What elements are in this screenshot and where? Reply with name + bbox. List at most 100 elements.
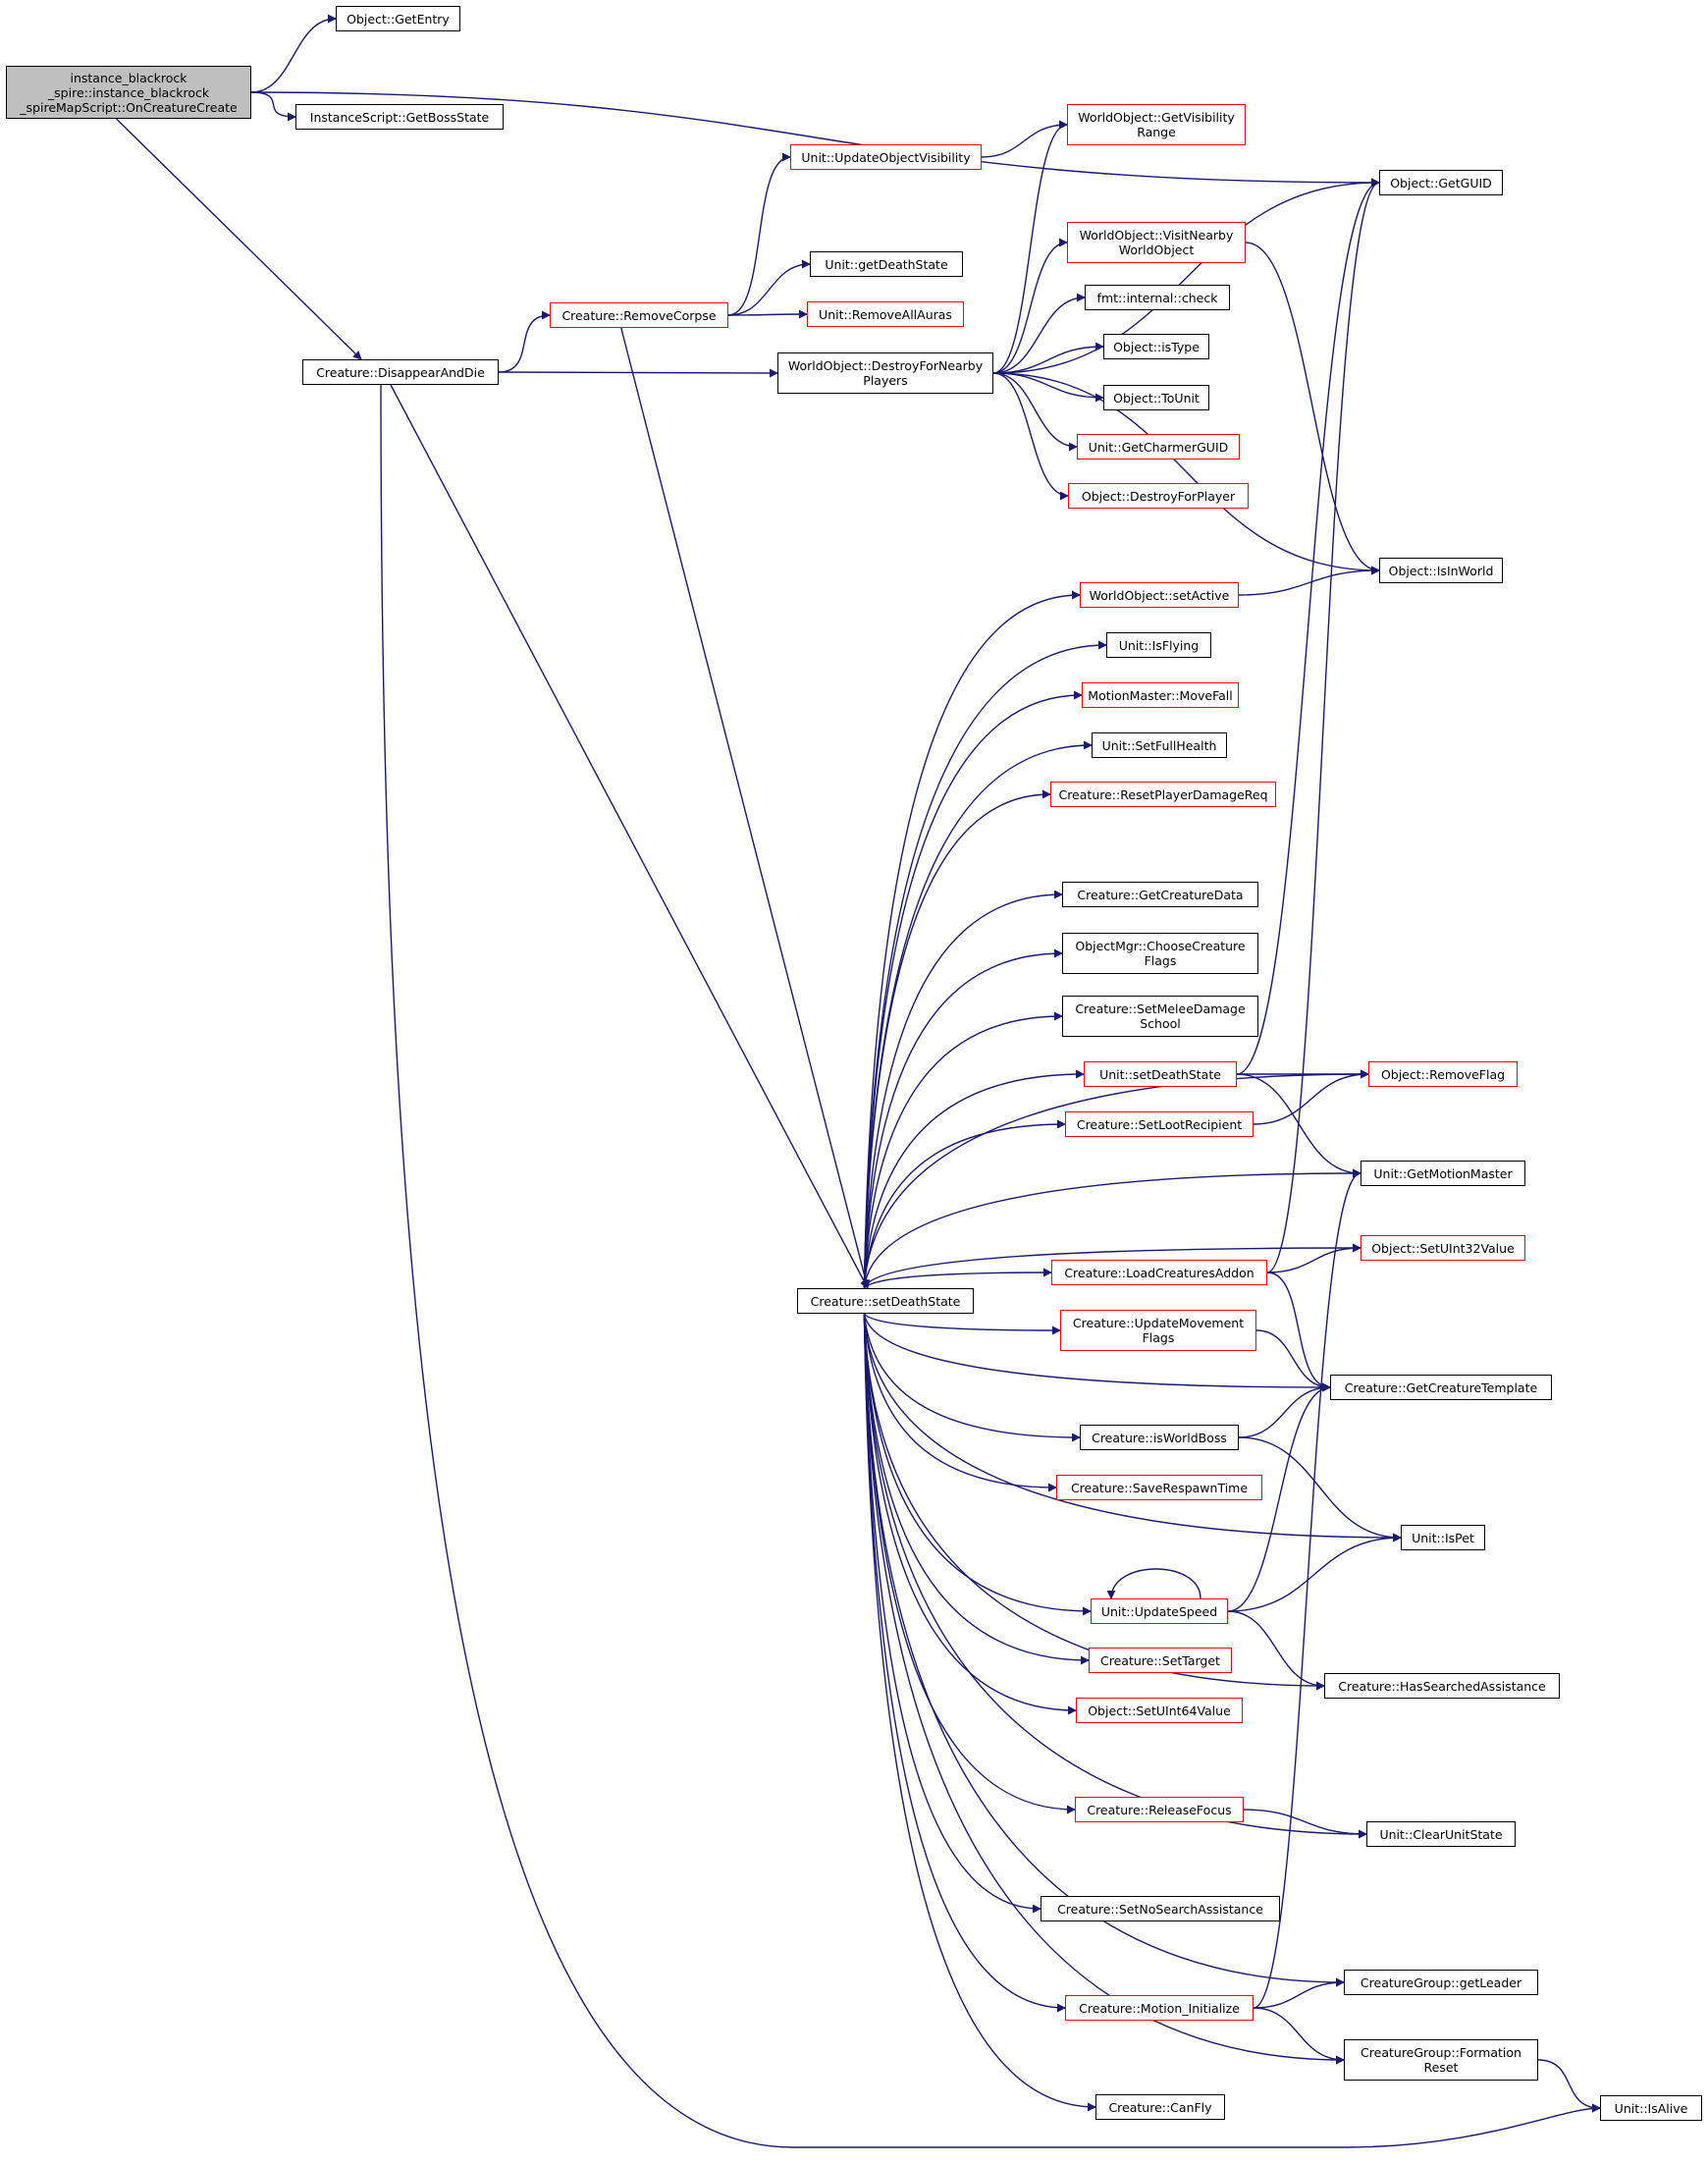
edge-cr-removecorpse-to-u-getdeathstate <box>727 259 811 316</box>
node-obj-istype[interactable]: Object::isType <box>1103 334 1209 359</box>
node-wo-getvisrange[interactable]: WorldObject::GetVisibility Range <box>1067 104 1246 145</box>
node-cr-getcreaturetemplate[interactable]: Creature::GetCreatureTemplate <box>1330 1375 1552 1400</box>
edge-cr-setdeathstate-to-obj-removeflag <box>863 1069 1369 1289</box>
node-u-isalive[interactable]: Unit::IsAlive <box>1600 2095 1702 2121</box>
edge-cr-setdeathstate-to-cr-resetplayerdmg <box>863 789 1051 1289</box>
edge-cr-isworldboss-to-cr-getcreaturetemplate <box>1238 1382 1331 1438</box>
node-cr-setmeleedmgschool[interactable]: Creature::SetMeleeDamage School <box>1062 996 1258 1037</box>
node-cr-getcreaturedata[interactable]: Creature::GetCreatureData <box>1062 882 1258 907</box>
node-obj-setuint32[interactable]: Object::SetUInt32Value <box>1361 1235 1525 1261</box>
node-obj-getentry[interactable]: Object::GetEntry <box>336 6 460 31</box>
node-u-getdeathstate[interactable]: Unit::getDeathState <box>810 251 963 277</box>
edge-cr-setdeathstate-to-obj-setuint64 <box>863 1313 1077 1715</box>
edge-cr-removecorpse-to-cr-setdeathstate <box>620 327 871 1289</box>
edge-cr-loadaddon-to-obj-setuint32 <box>1266 1243 1361 1273</box>
edge-cr-setdeathstate-to-cr-updmoveflags <box>863 1313 1061 1335</box>
edge-u-updatespeed-to-cr-hassearchedassist <box>1227 1610 1325 1691</box>
edge-cr-setdeathstate-to-om-choosecreatureflags <box>863 948 1063 1289</box>
node-cr-isworldboss[interactable]: Creature::isWorldBoss <box>1080 1425 1239 1450</box>
edge-cr-releasefocus-to-u-clearunitstate <box>1243 1809 1367 1839</box>
node-obj-removeflag[interactable]: Object::RemoveFlag <box>1368 1061 1518 1087</box>
edge-cr-setlootrecipient-to-obj-removeflag <box>1253 1069 1369 1125</box>
edge-wo-destroyfornearby-to-wo-visitnearby <box>992 238 1068 374</box>
node-u-setfullhealth[interactable]: Unit::SetFullHealth <box>1092 732 1227 758</box>
node-cr-hassearchedassist[interactable]: Creature::HasSearchedAssistance <box>1324 1673 1560 1699</box>
node-obj-tounit[interactable]: Object::ToUnit <box>1103 385 1209 410</box>
edge-wo-destroyfornearby-to-obj-istype <box>992 342 1104 374</box>
node-root: instance_blackrock _spire::instance_blac… <box>6 66 251 119</box>
edge-cr-setdeathstate-to-cg-formationreset <box>863 1313 1345 2065</box>
edge-cr-disappear-to-cr-setdeathstate <box>390 384 869 1289</box>
edge-root-to-is-getbossstate <box>250 91 296 122</box>
node-cg-getleader[interactable]: CreatureGroup::getLeader <box>1344 1970 1538 1995</box>
edge-cr-motioninit-to-u-getmotionmaster <box>1253 1168 1361 2009</box>
edge-wo-destroyfornearby-to-wo-getvisrange <box>992 120 1068 374</box>
node-cr-disappear[interactable]: Creature::DisappearAndDie <box>302 359 499 385</box>
edge-u-updatespeed-to-cr-getcreaturetemplate <box>1227 1382 1331 1612</box>
edge-cr-setdeathstate-to-cr-setlootrecipient <box>863 1119 1066 1289</box>
node-wo-destroyfornearby[interactable]: WorldObject::DestroyForNearby Players <box>777 352 993 394</box>
edge-wo-destroyfornearby-to-obj-destroyforplayer <box>992 372 1069 501</box>
node-u-setdeathstate[interactable]: Unit::setDeathState <box>1084 1061 1237 1087</box>
node-obj-setuint64[interactable]: Object::SetUInt64Value <box>1076 1698 1243 1723</box>
edge-cr-setdeathstate-to-mm-movefall <box>863 690 1083 1289</box>
edge-cr-setdeathstate-to-u-clearunitstate <box>863 1313 1367 1839</box>
edge-cr-setdeathstate-to-wo-setactive <box>863 590 1081 1289</box>
edge-cr-setdeathstate-to-cr-settarget <box>863 1313 1090 1665</box>
node-obj-isinworld[interactable]: Object::IsInWorld <box>1379 558 1503 583</box>
edge-cr-setdeathstate-to-cr-hassearchedassist <box>863 1313 1325 1691</box>
node-obj-getguid[interactable]: Object::GetGUID <box>1379 170 1503 195</box>
edge-wo-visitnearby-to-obj-isinworld <box>1245 242 1380 575</box>
edge-root-to-obj-getentry <box>250 14 337 93</box>
edge-cr-setdeathstate-to-cg-getleader <box>863 1313 1345 1987</box>
node-obj-destroyforplayer[interactable]: Object::DestroyForPlayer <box>1068 483 1249 509</box>
node-mm-movefall[interactable]: MotionMaster::MoveFall <box>1082 682 1239 708</box>
node-cr-canfly[interactable]: Creature::CanFly <box>1095 2094 1225 2120</box>
edge-cr-setdeathstate-to-cr-isworldboss <box>863 1313 1081 1442</box>
node-cr-setnosearchassist[interactable]: Creature::SetNoSearchAssistance <box>1041 1896 1280 1921</box>
edge-cr-setdeathstate-to-u-setdeathstate <box>863 1069 1085 1289</box>
node-cr-saverespawntime[interactable]: Creature::SaveRespawnTime <box>1056 1475 1262 1500</box>
node-cr-loadaddon[interactable]: Creature::LoadCreaturesAddon <box>1051 1260 1267 1285</box>
node-cr-removecorpse[interactable]: Creature::RemoveCorpse <box>550 302 728 328</box>
node-is-getbossstate[interactable]: InstanceScript::GetBossState <box>295 104 504 130</box>
node-cr-setlootrecipient[interactable]: Creature::SetLootRecipient <box>1065 1111 1254 1137</box>
edge-cr-loadaddon-to-obj-getguid <box>1266 178 1380 1273</box>
node-fmt-check[interactable]: fmt::internal::check <box>1085 285 1230 310</box>
node-u-getcharmerguid[interactable]: Unit::GetCharmerGUID <box>1077 434 1240 460</box>
edge-u-updatespeed-to-u-ispet <box>1227 1533 1402 1612</box>
node-u-removeallauras[interactable]: Unit::RemoveAllAuras <box>807 301 964 327</box>
node-u-getmotionmaster[interactable]: Unit::GetMotionMaster <box>1361 1161 1525 1186</box>
edge-cr-updmoveflags-to-cr-getcreaturetemplate <box>1255 1329 1331 1392</box>
node-cr-settarget[interactable]: Creature::SetTarget <box>1089 1648 1232 1673</box>
edge-cr-motioninit-to-cg-formationreset <box>1253 2007 1345 2065</box>
node-u-isflying[interactable]: Unit::IsFlying <box>1106 632 1211 658</box>
edge-wo-setactive-to-obj-isinworld <box>1238 566 1380 596</box>
edge-cr-disappear-to-u-isalive <box>380 384 1601 2148</box>
node-cr-releasefocus[interactable]: Creature::ReleaseFocus <box>1075 1797 1244 1822</box>
node-u-clearunitstate[interactable]: Unit::ClearUnitState <box>1366 1821 1516 1847</box>
node-cg-formationreset[interactable]: CreatureGroup::Formation Reset <box>1344 2039 1538 2081</box>
edge-wo-destroyfornearby-to-u-getcharmerguid <box>992 372 1078 452</box>
node-u-updobjvis[interactable]: Unit::UpdateObjectVisibility <box>790 144 982 170</box>
node-cr-motioninit[interactable]: Creature::Motion_Initialize <box>1065 1995 1254 2021</box>
node-wo-setactive[interactable]: WorldObject::setActive <box>1080 582 1239 608</box>
edge-cr-setdeathstate-to-cr-setmeleedmgschool <box>863 1011 1063 1289</box>
node-u-updatespeed[interactable]: Unit::UpdateSpeed <box>1091 1598 1228 1624</box>
edge-cr-motioninit-to-cg-getleader <box>1253 1977 1345 2009</box>
edge-cr-loadaddon-to-cr-getcreaturetemplate <box>1266 1271 1331 1392</box>
node-cr-resetplayerdmg[interactable]: Creature::ResetPlayerDamageReq <box>1050 782 1276 807</box>
edge-wo-destroyfornearby-to-obj-isinworld <box>992 372 1380 575</box>
node-cr-updmoveflags[interactable]: Creature::UpdateMovement Flags <box>1060 1310 1256 1351</box>
edge-wo-destroyfornearby-to-fmt-check <box>992 293 1086 374</box>
node-om-choosecreatureflags[interactable]: ObjectMgr::ChooseCreature Flags <box>1062 933 1258 974</box>
edge-cr-setdeathstate-to-cr-loadaddon <box>863 1268 1052 1289</box>
node-cr-setdeathstate[interactable]: Creature::setDeathState <box>797 1288 974 1314</box>
edge-cr-setdeathstate-to-cr-getcreaturetemplate <box>863 1313 1331 1392</box>
edge-u-setdeathstate-to-obj-getguid <box>1236 178 1380 1075</box>
edge-cr-setdeathstate-to-obj-setuint32 <box>863 1243 1361 1289</box>
edge-wo-destroyfornearby-to-obj-getguid <box>992 178 1380 374</box>
node-u-ispet[interactable]: Unit::IsPet <box>1401 1525 1485 1550</box>
node-wo-visitnearby[interactable]: WorldObject::VisitNearby WorldObject <box>1067 222 1246 263</box>
